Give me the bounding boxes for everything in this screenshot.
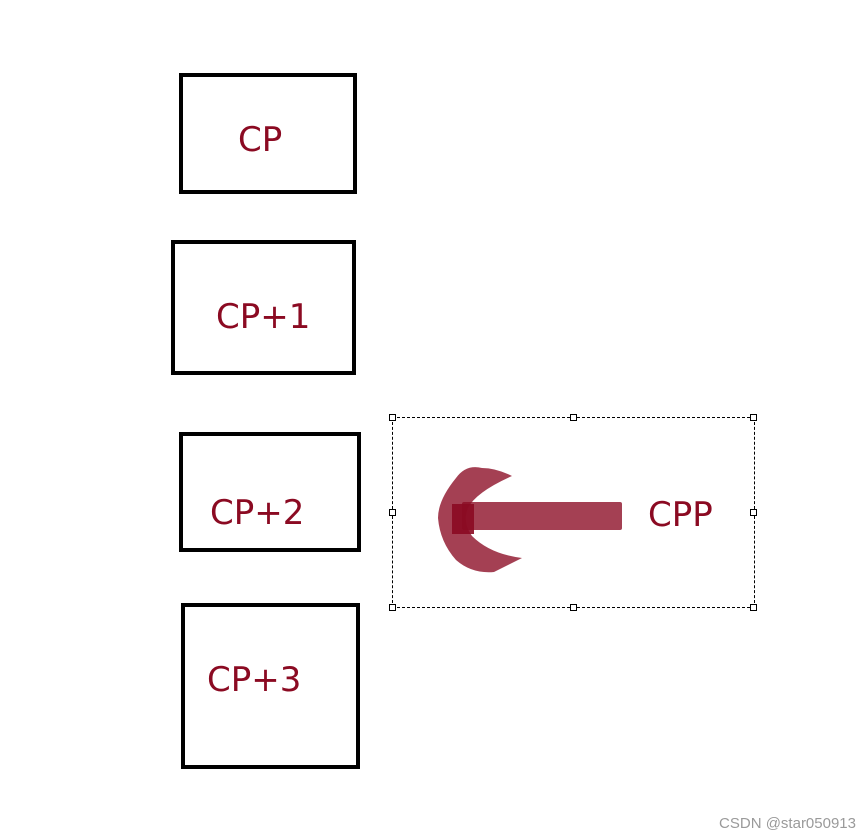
resize-handle-top-right[interactable]	[750, 414, 757, 421]
memory-cell-label: CP+2	[210, 493, 305, 533]
csdn-watermark: CSDN @star050913	[719, 815, 856, 832]
memory-cell-label: CP	[238, 120, 283, 160]
memory-cell-label: CP+1	[216, 297, 311, 337]
cpp-pointer-label: CPP	[648, 495, 713, 535]
selection-frame[interactable]	[389, 414, 757, 611]
resize-handle-top-center[interactable]	[570, 414, 577, 421]
memory-cell-cp-plus-1: CP+1	[171, 240, 356, 375]
memory-cell-cp: CP	[179, 73, 357, 194]
left-arrow-icon[interactable]	[432, 462, 628, 578]
resize-handle-middle-left[interactable]	[389, 509, 396, 516]
resize-handle-bottom-center[interactable]	[570, 604, 577, 611]
memory-cell-label: CP+3	[207, 660, 302, 700]
resize-handle-middle-right[interactable]	[750, 509, 757, 516]
memory-cell-cp-plus-2: CP+2	[179, 432, 361, 552]
resize-handle-top-left[interactable]	[389, 414, 396, 421]
resize-handle-bottom-left[interactable]	[389, 604, 396, 611]
resize-handle-bottom-right[interactable]	[750, 604, 757, 611]
memory-cell-cp-plus-3: CP+3	[181, 603, 360, 769]
